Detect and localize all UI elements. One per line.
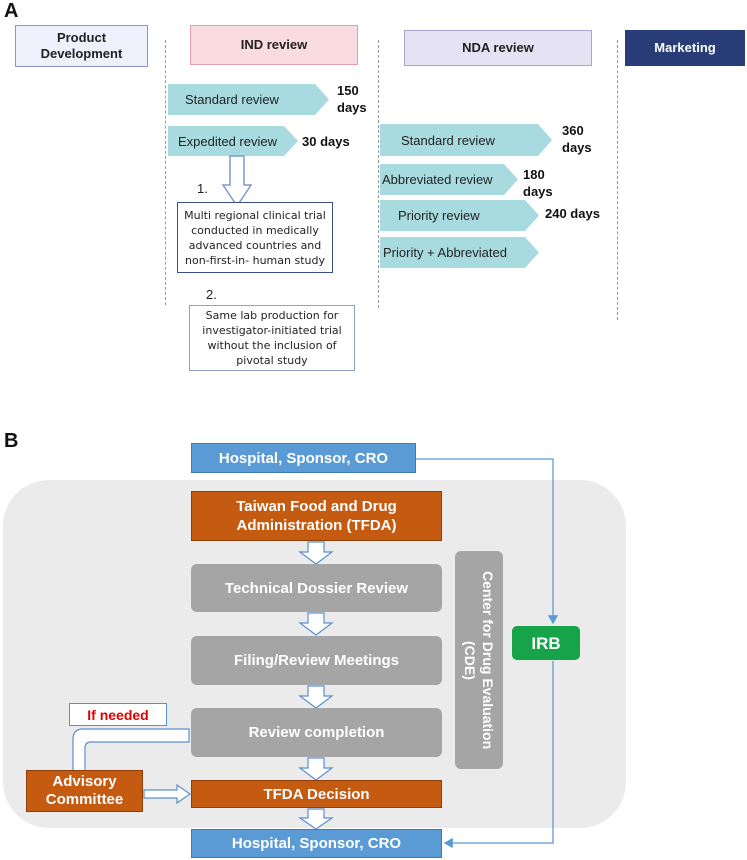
nda-abbreviated-duration: 180 days <box>523 166 553 200</box>
phase-divider-1 <box>165 40 166 305</box>
note2-text: Same lab production for investigator-ini… <box>202 309 342 367</box>
nda-priority-review-chevron: Priority review <box>380 200 539 231</box>
nda-abbreviated-review-label: Abbreviated review <box>382 172 493 187</box>
note1-box: Multi regional clinical trial conducted … <box>177 202 333 273</box>
note1-number: 1. <box>197 181 208 196</box>
ind-standard-days-number: 150 <box>337 83 359 98</box>
down-arrow-icon <box>298 757 334 781</box>
down-arrow-icon <box>298 612 334 636</box>
review-completion-label: Review completion <box>248 724 385 741</box>
irb-box: IRB <box>512 626 580 660</box>
ind-expedited-review-label: Expedited review <box>178 133 277 149</box>
phase-divider-3 <box>617 40 618 320</box>
tfda-decision-label: TFDA Decision <box>263 785 370 803</box>
tfda-line2: Administration (TFDA) <box>236 517 397 534</box>
ind-standard-review-chevron: Standard review <box>168 84 329 115</box>
tfda-line1: Taiwan Food and Drug <box>236 498 397 515</box>
nda-abbreviated-days-unit: days <box>523 184 553 199</box>
nda-priority-duration: 240 days <box>545 206 600 221</box>
phase-nda-review-label: NDA review <box>462 40 534 55</box>
note2-number: 2. <box>206 287 217 302</box>
nda-abbreviated-review-chevron: Abbreviated review <box>380 164 518 195</box>
hospital-sponsor-cro-bottom-label: Hospital, Sponsor, CRO <box>231 835 402 852</box>
ind-standard-review-label: Standard review <box>185 92 279 107</box>
nda-standard-review-chevron: Standard review <box>380 124 552 156</box>
right-arrow-icon <box>143 784 191 804</box>
nda-standard-days-number: 360 <box>562 123 584 138</box>
nda-priority-review-label: Priority review <box>398 208 480 223</box>
phase-divider-2 <box>378 40 379 308</box>
ind-expedited-review-chevron: Expedited review <box>168 126 298 156</box>
filing-review-meetings-label: Filing/Review Meetings <box>233 652 400 669</box>
technical-dossier-review-label: Technical Dossier Review <box>224 579 409 597</box>
phase-product-development: Product Development <box>15 25 148 67</box>
advisory-committee-box: Advisory Committee <box>26 770 143 812</box>
technical-dossier-review-box: Technical Dossier Review <box>191 564 442 612</box>
advisory-line2: Committee <box>45 791 124 808</box>
if-needed-label: If needed <box>87 706 149 723</box>
if-needed-note: If needed <box>69 703 167 726</box>
phase-marketing-label: Marketing <box>654 40 716 55</box>
hospital-sponsor-cro-top: Hospital, Sponsor, CRO <box>191 443 416 473</box>
note1-text: Multi regional clinical trial conducted … <box>184 208 326 267</box>
ind-standard-days-unit: days <box>337 100 367 115</box>
nda-priority-abbreviated-label: Priority + Abbreviated <box>383 245 507 260</box>
nda-standard-duration: 360 days <box>562 122 592 156</box>
hospital-sponsor-cro-bottom: Hospital, Sponsor, CRO <box>191 829 442 858</box>
hospital-sponsor-cro-top-label: Hospital, Sponsor, CRO <box>218 449 389 467</box>
down-arrow-icon <box>298 541 334 565</box>
review-completion-box: Review completion <box>191 708 442 757</box>
nda-priority-abbreviated-chevron: Priority + Abbreviated <box>380 237 539 268</box>
ind-expedited-duration: 30 days <box>302 134 350 149</box>
irb-label: IRB <box>531 633 561 653</box>
advisory-line1: Advisory <box>52 773 117 790</box>
phase-marketing: Marketing <box>625 30 745 66</box>
tfda-box: Taiwan Food and Drug Administration (TFD… <box>191 491 442 541</box>
panel-b-label: B <box>4 430 19 452</box>
filing-review-meetings-box: Filing/Review Meetings <box>191 636 442 685</box>
phase-nda-review: NDA review <box>404 30 592 66</box>
down-arrow-icon <box>222 155 252 207</box>
down-arrow-icon <box>298 808 334 830</box>
nda-abbreviated-days-number: 180 <box>523 167 545 182</box>
cde-label: Center for Drug Evaluation (CDE) <box>462 570 496 750</box>
nda-standard-days-unit: days <box>562 140 592 155</box>
nda-standard-review-label: Standard review <box>401 132 495 148</box>
note2-box: Same lab production for investigator-ini… <box>189 305 355 371</box>
phase-product-development-label: Product Development <box>40 30 123 61</box>
phase-ind-review: IND review <box>190 25 358 65</box>
phase-ind-review-label: IND review <box>240 37 308 52</box>
down-arrow-icon <box>298 685 334 709</box>
cde-box: Center for Drug Evaluation (CDE) <box>455 551 503 769</box>
panel-a-label: A <box>4 0 19 22</box>
tfda-decision-box: TFDA Decision <box>191 780 442 808</box>
ind-standard-duration: 150 days <box>337 82 377 116</box>
